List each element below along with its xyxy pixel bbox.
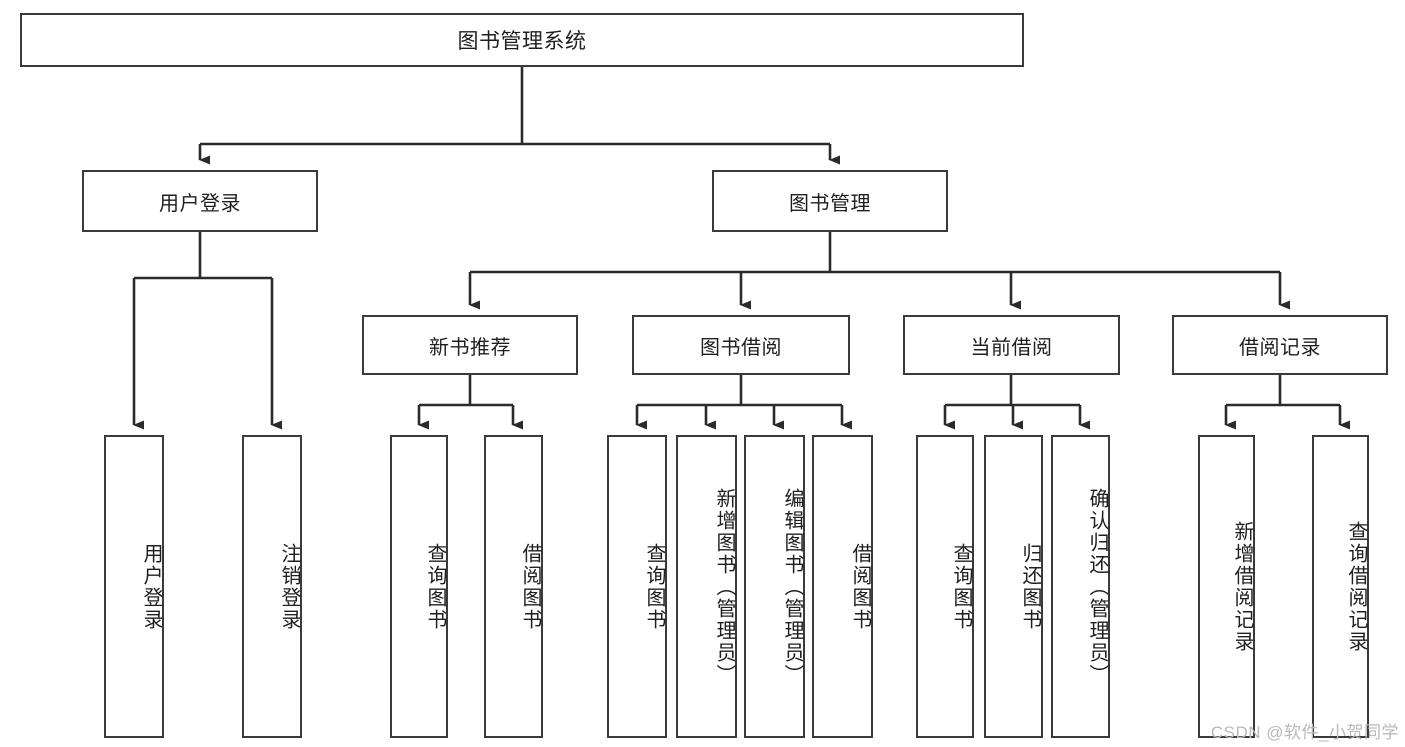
node-leaf-query-book-cl-label: 查询图书 — [950, 542, 972, 631]
node-leaf-borrow-book-bb[interactable]: 借阅图书 — [812, 435, 873, 738]
node-leaf-query-book-rec[interactable]: 查询图书 — [390, 435, 448, 738]
node-leaf-add-book[interactable]: 新增图书（管理员） — [676, 435, 737, 738]
node-book-borrow[interactable]: 图书借阅 — [632, 315, 850, 375]
node-leaf-confirm-return-label: 确认归还（管理员） — [1086, 487, 1108, 686]
node-leaf-query-book-bb-label: 查询图书 — [643, 542, 665, 631]
node-user-login-label: 用户登录 — [159, 192, 241, 215]
node-book-manage[interactable]: 图书管理 — [712, 170, 948, 232]
node-leaf-user-logout-label: 注销登录 — [278, 542, 300, 631]
node-leaf-borrow-book-bb-label: 借阅图书 — [849, 542, 871, 631]
node-new-book-rec-label: 新书推荐 — [429, 336, 511, 359]
node-leaf-user-login[interactable]: 用户登录 — [104, 435, 164, 738]
node-root-label: 图书管理系统 — [457, 30, 587, 53]
node-root[interactable]: 图书管理系统 — [20, 13, 1024, 67]
csdn-watermark: CSDN @软件_小贺同学 — [1210, 723, 1399, 742]
node-loan-record[interactable]: 借阅记录 — [1172, 315, 1388, 375]
node-leaf-borrow-book-rec-label: 借阅图书 — [519, 542, 541, 631]
node-leaf-add-loan-record-label: 新增借阅记录 — [1231, 520, 1253, 653]
node-current-loan-label: 当前借阅 — [970, 336, 1053, 359]
node-leaf-borrow-book-rec[interactable]: 借阅图书 — [484, 435, 543, 738]
node-leaf-query-book-rec-label: 查询图书 — [424, 542, 446, 631]
node-leaf-query-book-cl[interactable]: 查询图书 — [916, 435, 974, 738]
node-leaf-confirm-return[interactable]: 确认归还（管理员） — [1051, 435, 1110, 738]
node-leaf-query-book-bb[interactable]: 查询图书 — [607, 435, 667, 738]
node-leaf-return-book-label: 归还图书 — [1019, 542, 1041, 631]
node-leaf-add-loan-record[interactable]: 新增借阅记录 — [1198, 435, 1255, 738]
node-leaf-add-book-label: 新增图书（管理员） — [713, 487, 735, 686]
node-current-loan[interactable]: 当前借阅 — [903, 315, 1120, 375]
node-leaf-query-loan-record[interactable]: 查询借阅记录 — [1312, 435, 1369, 738]
node-new-book-rec[interactable]: 新书推荐 — [362, 315, 578, 375]
node-book-manage-label: 图书管理 — [789, 192, 871, 215]
node-leaf-user-logout[interactable]: 注销登录 — [242, 435, 302, 738]
node-leaf-query-loan-record-label: 查询借阅记录 — [1345, 520, 1367, 653]
node-leaf-edit-book[interactable]: 编辑图书（管理员） — [744, 435, 805, 738]
node-leaf-return-book[interactable]: 归还图书 — [984, 435, 1043, 738]
node-leaf-user-login-label: 用户登录 — [140, 542, 162, 631]
node-leaf-edit-book-label: 编辑图书（管理员） — [781, 487, 803, 686]
node-user-login[interactable]: 用户登录 — [82, 170, 318, 232]
node-loan-record-label: 借阅记录 — [1239, 336, 1321, 359]
node-book-borrow-label: 图书借阅 — [700, 336, 782, 359]
